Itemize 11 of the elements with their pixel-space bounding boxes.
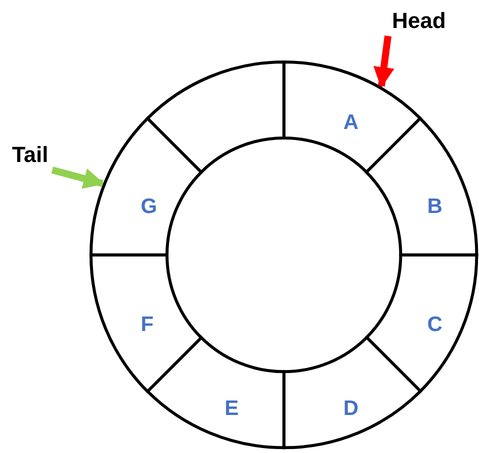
arrow [51,166,105,189]
slot-letter: C [427,314,442,336]
slot-letter: F [140,314,154,336]
slot-letter: B [427,196,442,217]
slot-letter: E [224,398,239,420]
slot-letter: D [343,398,358,420]
arrow [373,36,394,88]
slot-letter: G [140,196,158,217]
slot-letter: A [343,112,358,133]
pointer-label: Head [392,10,446,32]
pointer-label: Tail [12,144,48,166]
